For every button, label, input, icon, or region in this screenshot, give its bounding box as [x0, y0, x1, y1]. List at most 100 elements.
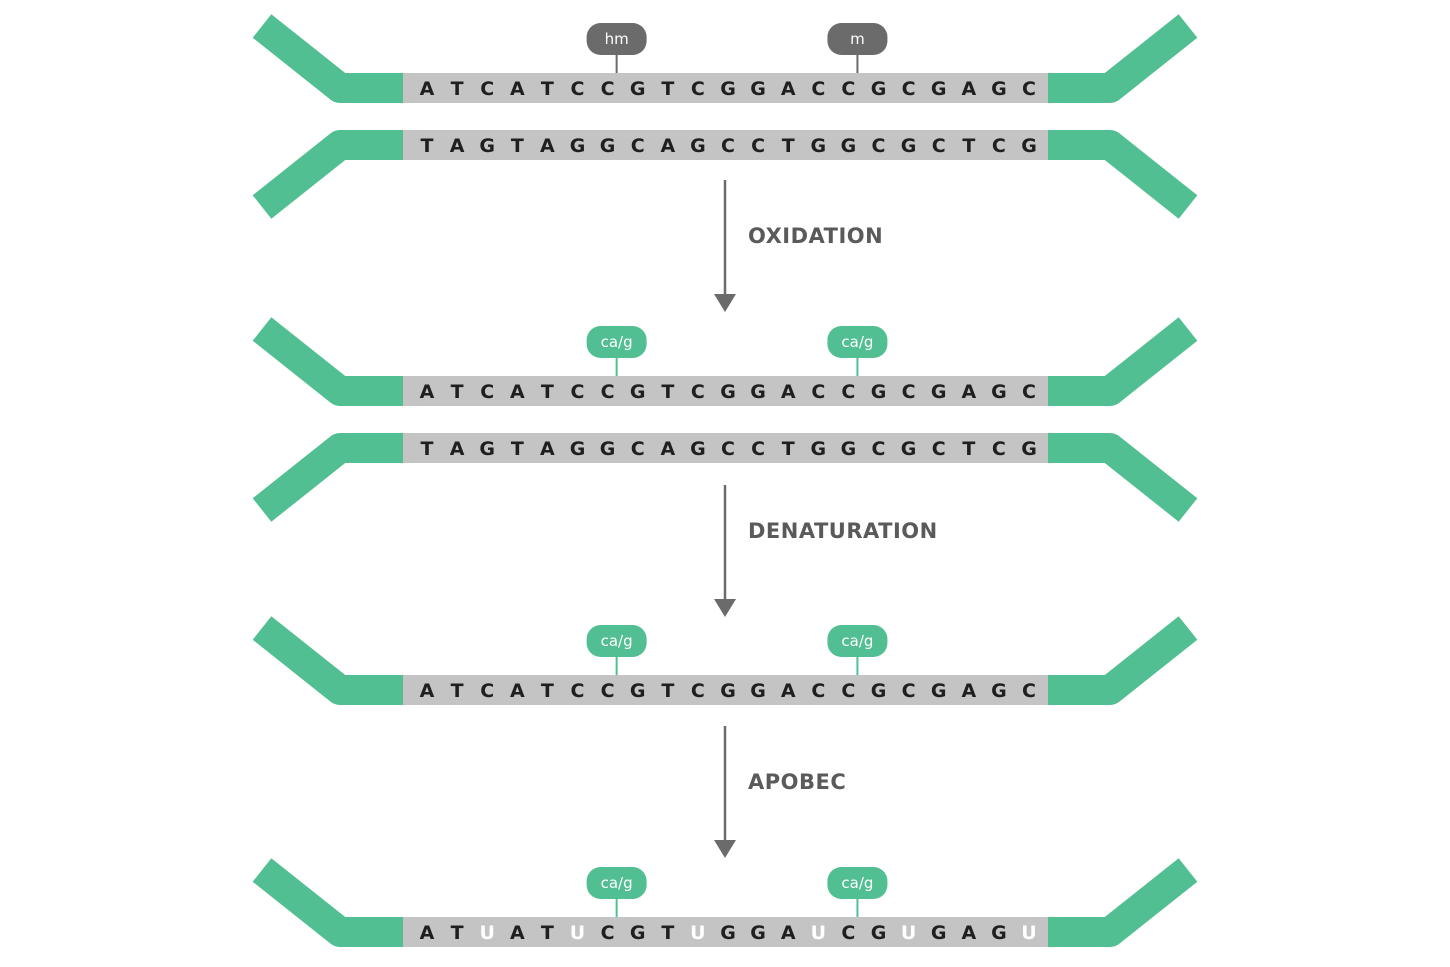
base-16: C	[902, 78, 916, 100]
tag-label: hm	[605, 30, 629, 48]
base-10: G	[720, 680, 736, 702]
base-10: G	[720, 381, 736, 403]
base-3: T	[511, 438, 524, 460]
base-7: C	[631, 135, 645, 157]
base-17: G	[931, 680, 947, 702]
base-19: G	[991, 78, 1007, 100]
modification-tag-0: hm	[586, 23, 647, 73]
base-19: C	[992, 135, 1006, 157]
base-2: G	[479, 135, 495, 157]
base-7: G	[630, 381, 646, 403]
left-strand-arm	[252, 14, 404, 103]
base-5: C	[571, 381, 585, 403]
tag-pill	[586, 23, 647, 55]
base-3: T	[511, 135, 524, 157]
base-10: C	[721, 438, 735, 460]
base-9: C	[691, 381, 705, 403]
base-0: A	[420, 381, 435, 403]
base-7: G	[630, 680, 646, 702]
sequence-bar	[403, 917, 1048, 947]
base-1: A	[450, 438, 465, 460]
base-13: C	[811, 78, 825, 100]
base-14: C	[841, 381, 855, 403]
tag-label: ca/g	[841, 632, 873, 650]
base-4: T	[541, 680, 554, 702]
base-20: G	[1021, 135, 1037, 157]
base-1: T	[451, 922, 464, 944]
modification-tag-0: ca/g	[586, 326, 647, 376]
base-6: G	[600, 135, 616, 157]
modification-tag-1: m	[827, 23, 888, 73]
base-8: A	[660, 135, 675, 157]
base-14: G	[841, 438, 857, 460]
base-8: T	[661, 680, 674, 702]
left-strand-arm	[252, 616, 404, 705]
base-6: C	[601, 78, 615, 100]
modification-tag-1: ca/g	[827, 326, 888, 376]
base-2: G	[479, 438, 495, 460]
base-9: G	[690, 135, 706, 157]
base-0: A	[420, 922, 435, 944]
left-strand-arm	[252, 317, 404, 406]
base-11: G	[750, 381, 766, 403]
base-6: G	[600, 438, 616, 460]
base-12: A	[781, 922, 796, 944]
base-14: C	[841, 922, 855, 944]
base-1: T	[451, 381, 464, 403]
base-3: A	[510, 381, 525, 403]
arrow-head-icon	[714, 599, 736, 617]
arrow-denaturation	[714, 485, 736, 617]
base-19: G	[991, 381, 1007, 403]
base-18: T	[962, 135, 975, 157]
base-18: A	[961, 680, 976, 702]
left-strand-arm	[252, 130, 404, 219]
tag-label: ca/g	[601, 874, 633, 892]
base-18: A	[961, 381, 976, 403]
base-8: T	[661, 78, 674, 100]
base-1: T	[451, 680, 464, 702]
base-0: T	[421, 135, 434, 157]
step-label-denaturation: DENATURATION	[748, 519, 938, 543]
base-4: T	[541, 922, 554, 944]
base-5: G	[570, 438, 586, 460]
base-5: U	[570, 922, 585, 944]
base-17: G	[931, 381, 947, 403]
base-5: C	[571, 78, 585, 100]
sequence-bar	[403, 73, 1048, 103]
step-label-apobec: APOBEC	[748, 770, 846, 794]
modification-tag-0: ca/g	[586, 867, 647, 917]
base-10: G	[720, 922, 736, 944]
base-16: C	[902, 381, 916, 403]
base-15: G	[871, 78, 887, 100]
base-4: A	[540, 438, 555, 460]
base-7: G	[630, 78, 646, 100]
modification-tag-1: ca/g	[827, 867, 888, 917]
right-strand-arm	[1046, 14, 1198, 103]
base-0: A	[420, 680, 435, 702]
sequence-bar	[403, 433, 1048, 463]
base-18: A	[961, 922, 976, 944]
base-2: C	[480, 381, 494, 403]
modification-tag-1: ca/g	[827, 625, 888, 675]
base-20: C	[1022, 78, 1036, 100]
left-strand-arm	[252, 433, 404, 522]
base-1: A	[450, 135, 465, 157]
arrow-oxidation	[714, 180, 736, 312]
base-15: C	[872, 438, 886, 460]
base-5: G	[570, 135, 586, 157]
right-strand-arm	[1046, 433, 1198, 522]
base-11: G	[750, 78, 766, 100]
base-17: G	[931, 922, 947, 944]
base-9: G	[690, 438, 706, 460]
base-18: A	[961, 78, 976, 100]
tag-pill	[827, 23, 888, 55]
base-11: G	[750, 680, 766, 702]
tag-label: m	[850, 30, 865, 48]
base-10: C	[721, 135, 735, 157]
